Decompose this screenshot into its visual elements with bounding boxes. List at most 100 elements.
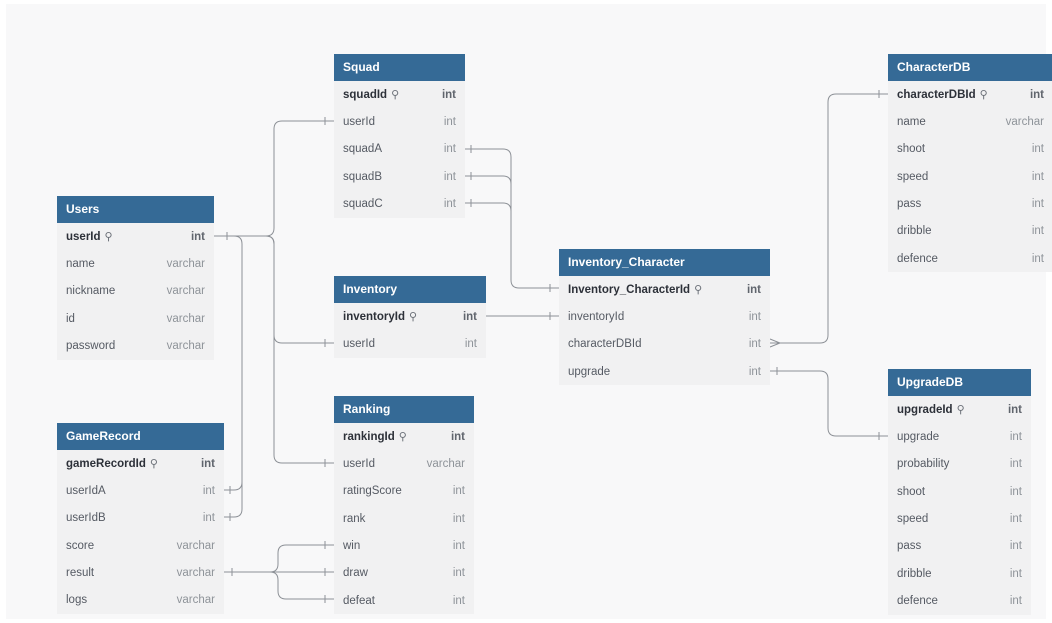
column-row[interactable]: Inventory_CharacterId⚲ int bbox=[559, 276, 770, 303]
column-name: rankingId bbox=[343, 431, 395, 444]
column-name: ratingScore bbox=[343, 485, 402, 498]
column-row[interactable]: gameRecordId⚲ int bbox=[57, 450, 224, 477]
column-name: logs bbox=[66, 594, 88, 607]
column-name: upgrade bbox=[897, 431, 940, 444]
column-type: varchar bbox=[176, 567, 215, 580]
column-name: id bbox=[66, 312, 75, 325]
column-type: int bbox=[1007, 403, 1022, 416]
column-row[interactable]: rankingId⚲ int bbox=[334, 423, 474, 450]
column-row[interactable]: squadId⚲ int bbox=[334, 81, 465, 108]
column-row[interactable]: characterDBId⚲ int bbox=[888, 81, 1052, 108]
column-name: nickname bbox=[66, 285, 116, 298]
key-icon: ⚲ bbox=[104, 231, 113, 244]
column-name: inventoryId bbox=[568, 311, 625, 324]
table-header: Squad bbox=[334, 54, 465, 81]
column-row[interactable]: ratingScore int bbox=[334, 478, 474, 505]
column-type: int bbox=[1031, 143, 1044, 156]
table-inventory-character[interactable]: Inventory_Character Inventory_CharacterI… bbox=[559, 249, 770, 386]
column-name: score bbox=[66, 539, 95, 552]
column-name: inventoryId bbox=[343, 311, 405, 324]
column-row[interactable]: score varchar bbox=[57, 532, 224, 559]
column-name: probability bbox=[897, 458, 950, 471]
column-name: squadId bbox=[343, 89, 388, 102]
column-type: int bbox=[746, 283, 761, 296]
column-row[interactable]: upgrade int bbox=[888, 423, 1031, 450]
column-type: varchar bbox=[176, 539, 215, 552]
column-type: int bbox=[1009, 540, 1022, 553]
column-row[interactable]: speed int bbox=[888, 505, 1031, 532]
column-row[interactable]: upgrade int bbox=[559, 358, 770, 385]
table-header: Users bbox=[57, 196, 214, 223]
column-type: int bbox=[452, 485, 465, 498]
column-name: squadA bbox=[343, 143, 383, 156]
column-type: int bbox=[1009, 513, 1022, 526]
column-row[interactable]: userId int bbox=[334, 330, 486, 357]
column-type: int bbox=[464, 338, 477, 351]
key-icon: ⚲ bbox=[149, 458, 158, 471]
column-type: int bbox=[748, 365, 761, 378]
column-type: int bbox=[452, 540, 465, 553]
column-name: squadC bbox=[343, 198, 383, 211]
column-name: draw bbox=[343, 567, 368, 580]
column-row[interactable]: userId⚲ int bbox=[57, 223, 214, 250]
column-name: upgrade bbox=[568, 365, 611, 378]
column-name: rank bbox=[343, 512, 366, 525]
column-name: characterDBId bbox=[897, 89, 976, 102]
column-name: name bbox=[897, 116, 926, 129]
column-type: int bbox=[1009, 431, 1022, 444]
column-row[interactable]: squadA int bbox=[334, 136, 465, 163]
column-row[interactable]: shoot int bbox=[888, 136, 1052, 163]
column-row[interactable]: upgradeId⚲ int bbox=[888, 396, 1031, 423]
column-row[interactable]: inventoryId⚲ int bbox=[334, 303, 486, 330]
table-header: CharacterDB bbox=[888, 54, 1052, 81]
key-icon: ⚲ bbox=[391, 89, 400, 102]
column-name: shoot bbox=[897, 143, 926, 156]
column-type: int bbox=[443, 143, 456, 156]
column-type: varchar bbox=[166, 312, 205, 325]
key-icon: ⚲ bbox=[956, 404, 965, 417]
column-type: int bbox=[443, 170, 456, 183]
column-type: int bbox=[1009, 485, 1022, 498]
table-header: Ranking bbox=[334, 396, 474, 423]
column-name: userId bbox=[343, 338, 375, 351]
column-name: speed bbox=[897, 513, 929, 526]
column-row[interactable]: id varchar bbox=[57, 305, 214, 332]
column-name: pass bbox=[897, 198, 922, 211]
column-name: userId bbox=[66, 231, 101, 244]
column-name: dribble bbox=[897, 567, 932, 580]
